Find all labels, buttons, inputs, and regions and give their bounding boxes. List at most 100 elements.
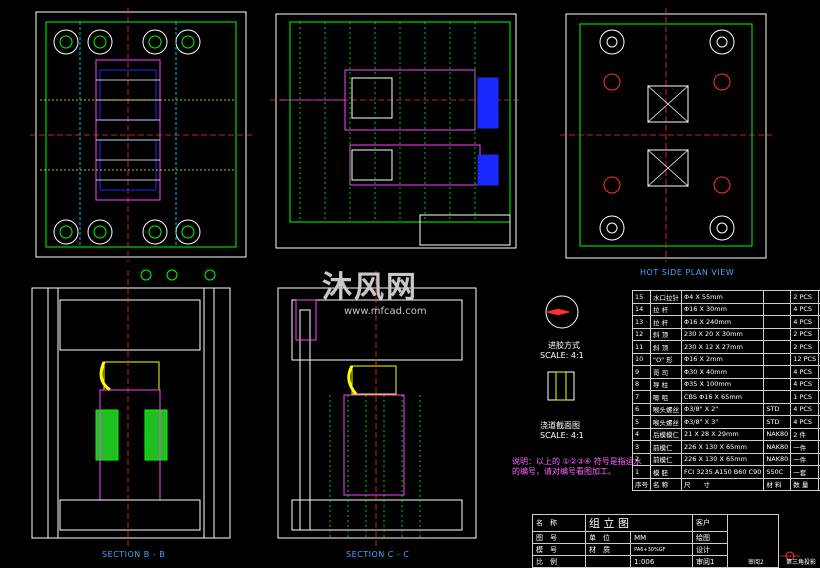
bom-cell: NAK80	[764, 453, 791, 466]
slider-block	[478, 78, 498, 128]
bom-cell: Φ30 X 40mm	[682, 366, 764, 379]
bom-cell	[764, 366, 791, 379]
bolt-hole	[143, 30, 167, 54]
bolt-hole-inner	[149, 36, 161, 48]
gate-detail-shape	[546, 309, 570, 315]
balloon	[167, 270, 177, 280]
section-b-base	[60, 500, 200, 530]
tb-unit-label: 单 位	[586, 532, 631, 544]
tb-num-label: 图 号	[533, 532, 586, 544]
bom-cell: NAK80	[764, 428, 791, 441]
bom-cell: 拉 杆	[651, 316, 682, 329]
bom-cell: Φ3/8" X 2"	[682, 403, 764, 416]
bolt-hole-inner	[60, 36, 72, 48]
bom-cell: Φ16 X 30mm	[682, 303, 764, 316]
bom-cell: 6	[633, 403, 651, 416]
side-view-outline	[276, 14, 516, 248]
bom-cell: "O" 形	[651, 353, 682, 366]
bom-cell: 序号	[633, 478, 651, 491]
hot-nozzle-mark	[714, 74, 730, 90]
bolt-hole-inner	[182, 36, 194, 48]
bom-cell: 2	[633, 453, 651, 466]
bom-cell: Φ16 X 2mm	[682, 353, 764, 366]
bolt-hole-inner	[94, 36, 106, 48]
gate-detail-label: 进胶方式	[548, 342, 580, 350]
section-c-c-title: SECTION C - C	[346, 550, 409, 559]
tb-client-label: 客户	[693, 515, 728, 532]
bom-cell	[764, 378, 791, 391]
bom-cell: 后模模仁	[651, 428, 682, 441]
bom-cell	[764, 353, 791, 366]
hot-bolt-hole	[600, 30, 624, 54]
bom-cell	[764, 303, 791, 316]
bolt-hole	[176, 220, 200, 244]
section-b-cavity	[104, 362, 159, 390]
bom-cell: 斜 顶	[651, 328, 682, 341]
bom-cell: Φ35 X 100mm	[682, 378, 764, 391]
bom-cell: 4 PCS	[791, 403, 819, 416]
bom-cell: 21 X 28 X 29mm	[682, 428, 764, 441]
bom-cell	[764, 316, 791, 329]
tb-review2: 审阅2	[748, 560, 764, 566]
bom-cell: 数 量	[791, 478, 819, 491]
bom-cell: 11	[633, 341, 651, 354]
cooling-note-line2: 的编号，请对编号看图加工。	[512, 466, 616, 477]
section-c-base	[292, 500, 462, 530]
balloon	[205, 270, 215, 280]
hot-bolt-hole-inner	[607, 223, 617, 233]
hot-nozzle-mark	[714, 177, 730, 193]
side-cavity	[350, 145, 480, 185]
bom-cell: 2 PCS	[791, 328, 819, 341]
bolt-hole-inner	[94, 226, 106, 238]
bom-cell: S50C	[764, 466, 791, 479]
bom-cell: 4 PCS	[791, 366, 819, 379]
section-b-ejector	[96, 410, 118, 460]
bom-cell: 水口拉针	[651, 291, 682, 304]
bom-cell: 前模仁	[651, 453, 682, 466]
bom-cell: 9	[633, 366, 651, 379]
tb-mold-label: 模 号	[533, 544, 586, 556]
bom-cell: 导 柱	[651, 378, 682, 391]
bom-cell: 226 X 130 X 65mm	[682, 453, 764, 466]
bom-cell	[764, 341, 791, 354]
hot-bolt-hole	[600, 216, 624, 240]
bom-cell	[764, 328, 791, 341]
runner-detail-label: 浇道截面图	[540, 422, 580, 430]
bom-cell: 12	[633, 328, 651, 341]
bom-cell: 一件	[791, 441, 819, 454]
bom-cell: 3	[633, 441, 651, 454]
section-c-bush	[296, 300, 316, 340]
bom-cell: 1 PCS	[791, 391, 819, 404]
bom-cell: 226 X 130 X 65mm	[682, 441, 764, 454]
bom-cell: 名 称	[651, 478, 682, 491]
base-block	[420, 215, 510, 245]
bom-cell: 唧 咀	[651, 391, 682, 404]
bom-cell: FCI 3235 A150 B60 C90	[682, 466, 764, 479]
runner-profile	[556, 372, 566, 400]
bolt-hole-inner	[182, 226, 194, 238]
bom-cell: 13	[633, 316, 651, 329]
bom-cell: 4 PCS	[791, 416, 819, 429]
hot-bolt-hole-inner	[717, 223, 727, 233]
bom-cell: 230 X 20 X 30mm	[682, 328, 764, 341]
section-b-b-title: SECTION B - B	[102, 550, 165, 559]
hot-nozzle-mark	[604, 74, 620, 90]
bom-cell: 14	[633, 303, 651, 316]
section-b-side	[204, 288, 214, 538]
bolt-hole-inner	[60, 226, 72, 238]
hot-bolt-hole	[710, 30, 734, 54]
bom-cell: STD	[764, 416, 791, 429]
tb-unit-value: MM	[631, 532, 693, 544]
hot-side-plan-view-title: HOT SIDE PLAN VIEW	[640, 268, 734, 277]
hot-bolt-hole-inner	[607, 37, 617, 47]
